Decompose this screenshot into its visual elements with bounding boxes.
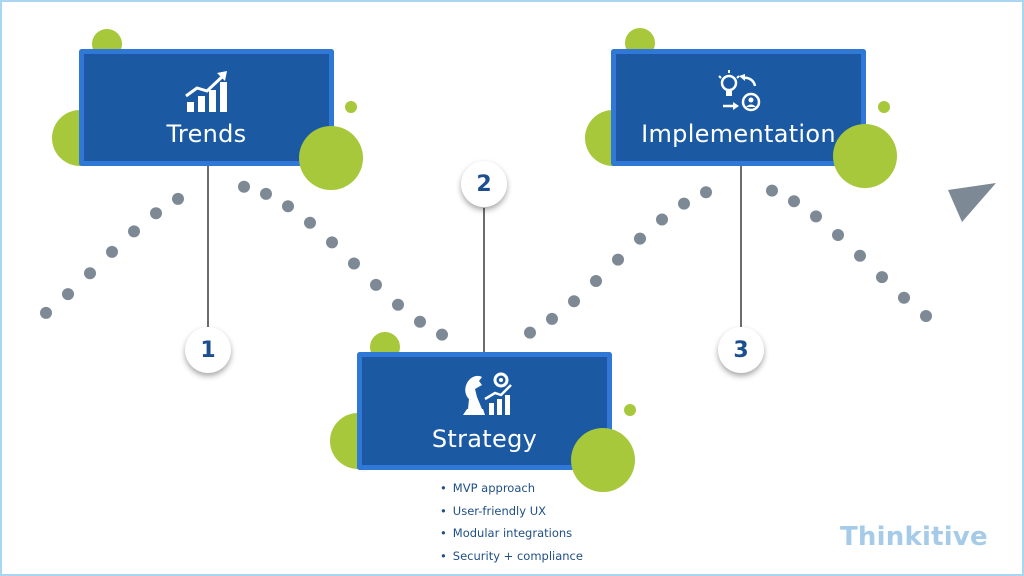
strategy-card: Strategy <box>357 352 612 470</box>
green-circle-decoration <box>878 101 890 113</box>
list-item: MVP approach <box>440 480 583 503</box>
list-item: Modular integrations <box>440 525 583 548</box>
wave-dot <box>282 200 294 213</box>
trending-bar-chart-icon <box>184 70 227 112</box>
wave-dot <box>854 249 866 262</box>
wave-dot <box>172 192 184 205</box>
wave-dot <box>678 197 690 210</box>
wave-dot <box>414 315 426 328</box>
wave-dot <box>238 180 250 193</box>
step-number-badge-3: 3 <box>718 327 764 373</box>
wave-dot <box>40 306 52 319</box>
wave-dot <box>810 210 822 223</box>
wave-dot <box>546 312 558 325</box>
step-number-badge-2: 2 <box>461 161 507 207</box>
implementation-card: Implementation <box>611 49 866 166</box>
wave-dot <box>634 232 646 245</box>
wave-dot <box>370 278 382 291</box>
lightbulb-process-icon <box>717 69 760 111</box>
list-item: Security + compliance <box>440 548 583 571</box>
brand-logo: Thinkitive <box>840 522 988 552</box>
dotted-wave-path <box>40 180 932 341</box>
wave-dot <box>304 216 316 229</box>
wave-dot <box>326 236 338 249</box>
step-label-strategy: Strategy <box>431 425 538 453</box>
wave-dot <box>392 298 404 311</box>
wave-dot <box>84 267 96 280</box>
chess-knight-gear-chart-icon <box>462 372 512 415</box>
wave-dot <box>656 213 668 226</box>
trends-card: Trends <box>79 49 334 166</box>
wave-dot <box>612 253 624 266</box>
arrow-head-icon <box>948 183 996 222</box>
step-label-implementation: Implementation <box>641 119 836 148</box>
wave-dot <box>876 271 888 284</box>
wave-dot <box>524 326 536 339</box>
wave-dot <box>898 291 910 304</box>
wave-dot <box>590 275 602 288</box>
wave-dot <box>788 195 800 208</box>
wave-dot <box>568 295 580 308</box>
wave-dot <box>150 207 162 220</box>
step-label-trends: Trends <box>166 119 247 148</box>
green-circle-decoration <box>345 101 357 113</box>
wave-dot <box>436 328 448 341</box>
wave-dot <box>62 288 74 301</box>
wave-dot <box>348 257 360 270</box>
step-number-badge-1: 1 <box>185 327 231 373</box>
wave-dot <box>766 184 778 197</box>
list-item: User-friendly UX <box>440 503 583 526</box>
wave-dot <box>920 309 932 322</box>
wave-dot <box>106 245 118 258</box>
wave-dot <box>260 187 272 200</box>
wave-dot <box>128 225 140 238</box>
strategy-bullet-list: MVP approach User-friendly UX Modular in… <box>440 480 583 570</box>
wave-dot <box>832 228 844 241</box>
green-circle-decoration <box>624 404 636 416</box>
wave-dot <box>700 186 712 199</box>
